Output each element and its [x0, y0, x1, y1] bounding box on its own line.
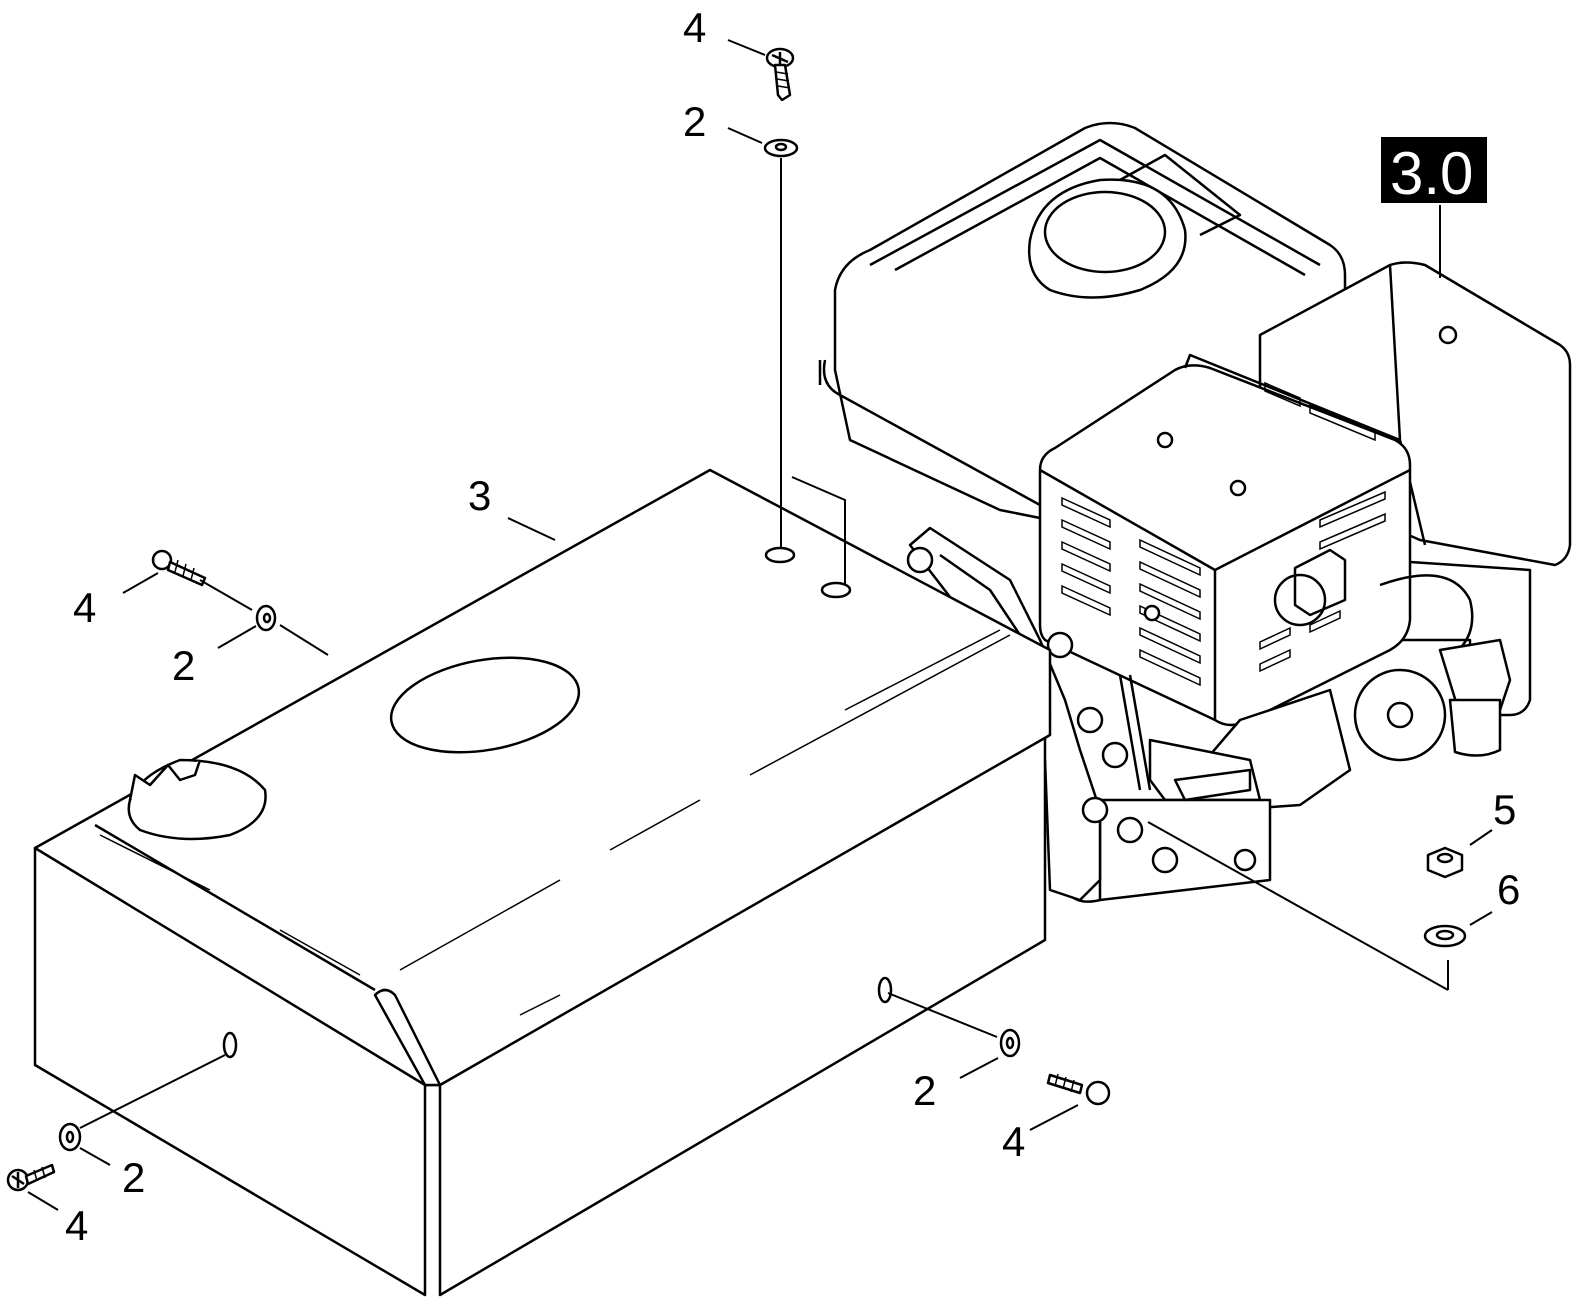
screw-left: [151, 549, 207, 587]
callout-washer-bottom-left: 2: [122, 1154, 145, 1201]
callout-washer-top: 2: [683, 98, 706, 145]
screw-top: [765, 47, 795, 102]
callout-cover: 3: [468, 472, 491, 519]
hardware-parts: [6, 47, 1467, 1192]
cover-panel: [33, 468, 1052, 1297]
reference-badge-text: 3.0: [1390, 140, 1473, 207]
washer-left: [255, 604, 277, 632]
callout-nut: 5: [1493, 786, 1516, 833]
leader-lines: [27, 39, 1493, 1211]
screw-bottom-left: [6, 1163, 56, 1192]
callout-washer-left: 2: [172, 642, 195, 689]
washer-top: [763, 138, 799, 158]
callout-screw-top: 4: [683, 4, 706, 51]
engine-assembly: [818, 121, 1572, 903]
reference-badge-bg: [1381, 137, 1487, 203]
nut: [1426, 846, 1464, 879]
callout-labels: 4 2 3 4 2 5 6 2 4 2 4: [65, 4, 1520, 1249]
washer-bottom-left: [58, 1122, 82, 1152]
callout-screw-bottom-mid: 4: [1002, 1118, 1025, 1165]
washer-bottom-mid: [999, 1028, 1021, 1058]
screw-bottom-mid: [1046, 1073, 1111, 1106]
callout-screw-left: 4: [73, 584, 96, 631]
callout-screw-bottom-left: 4: [65, 1202, 88, 1249]
washer-right: [1423, 924, 1467, 948]
callout-washer-bottom-mid: 2: [913, 1067, 936, 1114]
callout-washer-right: 6: [1497, 866, 1520, 913]
reference-badge: 3.0: [1381, 137, 1487, 207]
